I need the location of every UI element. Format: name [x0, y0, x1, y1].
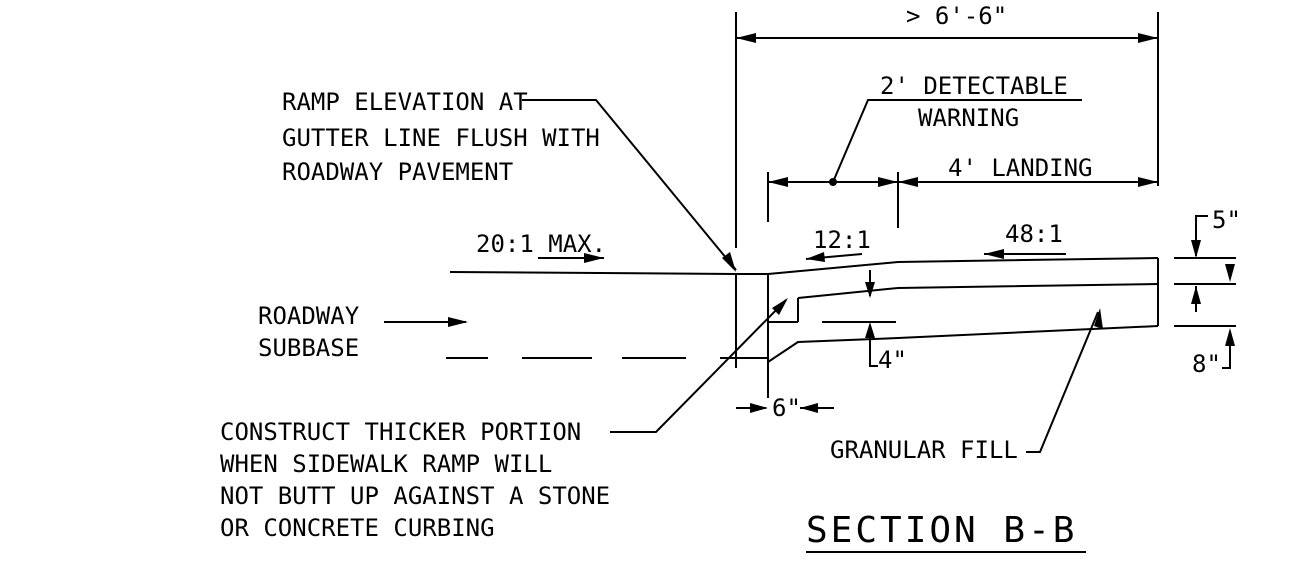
arrow-left-icon — [800, 403, 818, 413]
slope-labels: 12:1 48:1 20:1 MAX. — [476, 220, 1066, 263]
arrow-icon — [772, 298, 788, 315]
section-title-group: SECTION B-B — [806, 510, 1086, 553]
roadway-subbase-note: ROADWAY SUBBASE — [258, 302, 468, 362]
overall-dim-label: > 6'-6" — [906, 2, 1007, 30]
arrow-right-icon — [1138, 177, 1158, 187]
arrow-right-icon — [878, 177, 898, 187]
ramp-elev-line3: ROADWAY PAVEMENT — [282, 158, 513, 186]
landing-slope-label: 48:1 — [1005, 220, 1063, 248]
detectable-warning-label: 2' DETECTABLE — [880, 72, 1068, 100]
dim-4-group: 4" — [865, 270, 907, 374]
arrow-right-icon — [1138, 33, 1158, 43]
dim-8-label: 8" — [1192, 350, 1221, 378]
granular-fill-label: GRANULAR FILL — [830, 436, 1018, 464]
ramp-slope-label: 12:1 — [813, 226, 871, 254]
arrow-up-icon — [1191, 286, 1201, 304]
subbase-label: SUBBASE — [258, 334, 359, 362]
roadway-label: ROADWAY — [258, 302, 360, 330]
construct-thicker-note: CONSTRUCT THICKER PORTION WHEN SIDEWALK … — [220, 298, 788, 542]
landing-label: 4' LANDING — [948, 154, 1093, 182]
construct-line1: CONSTRUCT THICKER PORTION — [220, 418, 581, 446]
ramp-section-geometry — [446, 257, 1159, 398]
ramp-elev-line2: GUTTER LINE FLUSH WITH — [282, 124, 600, 152]
dim-6-label: 6" — [772, 394, 801, 422]
construct-line2: WHEN SIDEWALK RAMP WILL — [220, 450, 552, 478]
arrow-up-icon — [865, 322, 875, 338]
warning-label: WARNING — [918, 104, 1019, 132]
arrow-left-icon — [984, 249, 1004, 259]
arrow-right-icon — [750, 403, 768, 413]
arrow-left-icon — [898, 177, 918, 187]
arrow-left-icon — [768, 177, 788, 187]
dim-6-group: 6" — [736, 394, 834, 422]
arrow-up-icon — [1225, 328, 1235, 346]
ramp-elevation-note: RAMP ELEVATION AT GUTTER LINE FLUSH WITH… — [282, 88, 737, 272]
warning-landing-dimension: 2' DETECTABLE WARNING 4' LANDING — [767, 72, 1158, 228]
arrow-down-icon — [1225, 264, 1235, 282]
arrow-down-icon — [865, 282, 875, 298]
section-title: SECTION B-B — [806, 510, 1077, 551]
arrow-down-icon — [1191, 240, 1201, 258]
road-slope-label: 20:1 MAX. — [476, 230, 606, 258]
arrow-icon — [722, 252, 736, 272]
construct-line4: OR CONCRETE CURBING — [220, 514, 495, 542]
dim-4-label: 4" — [878, 346, 907, 374]
arrow-left-icon — [736, 33, 756, 43]
construct-line3: NOT BUTT UP AGAINST A STONE — [220, 482, 610, 510]
dim-5-label: 5" — [1212, 206, 1241, 234]
overall-dimension: > 6'-6" — [735, 2, 1159, 248]
arrow-right-icon — [584, 253, 604, 263]
thickness-dimension: 5" 8" — [1174, 206, 1241, 378]
arrow-right-icon — [448, 317, 468, 327]
arrow-icon — [1094, 308, 1103, 329]
arrow-left-icon — [806, 252, 825, 262]
ramp-elev-line1: RAMP ELEVATION AT — [282, 88, 528, 116]
granular-fill-note: GRANULAR FILL — [830, 308, 1103, 464]
